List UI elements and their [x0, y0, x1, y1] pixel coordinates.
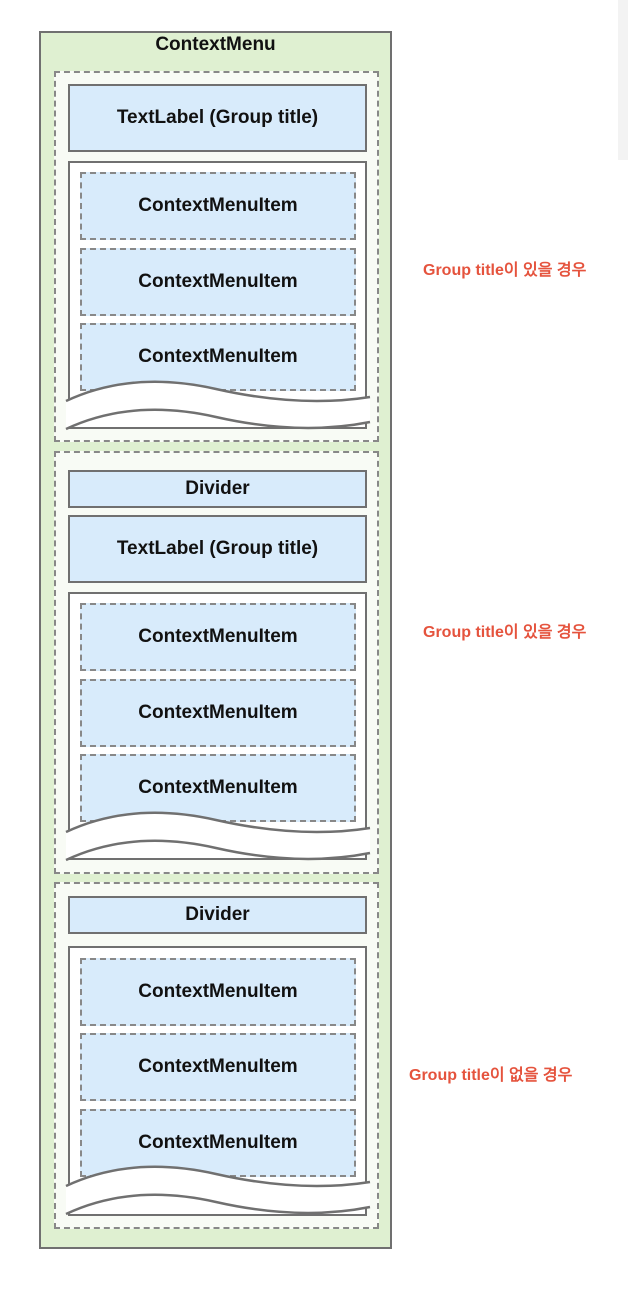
- context-menu-item: ContextMenuItem: [80, 1109, 356, 1177]
- group-note: Group title이 있을 경우: [423, 262, 587, 279]
- context-menu-item: ContextMenuItem: [80, 679, 356, 747]
- context-menu-item: ContextMenuItem: [80, 1033, 356, 1101]
- context-menu-item: ContextMenuItem: [80, 754, 356, 822]
- group-title-label: TextLabel (Group title): [68, 84, 367, 152]
- context-menu-title: ContextMenu: [155, 34, 276, 55]
- context-menu-item: ContextMenuItem: [80, 248, 356, 316]
- window-edge: [618, 0, 628, 160]
- divider-label: Divider: [68, 470, 367, 508]
- divider-label: Divider: [68, 896, 367, 934]
- group-note: Group title이 있을 경우: [423, 624, 587, 641]
- context-menu-item: ContextMenuItem: [80, 958, 356, 1026]
- group-note: Group title이 없을 경우: [409, 1067, 573, 1084]
- group-title-label: TextLabel (Group title): [68, 515, 367, 583]
- context-menu-item: ContextMenuItem: [80, 323, 356, 391]
- context-menu-item: ContextMenuItem: [80, 172, 356, 240]
- context-menu-item: ContextMenuItem: [80, 603, 356, 671]
